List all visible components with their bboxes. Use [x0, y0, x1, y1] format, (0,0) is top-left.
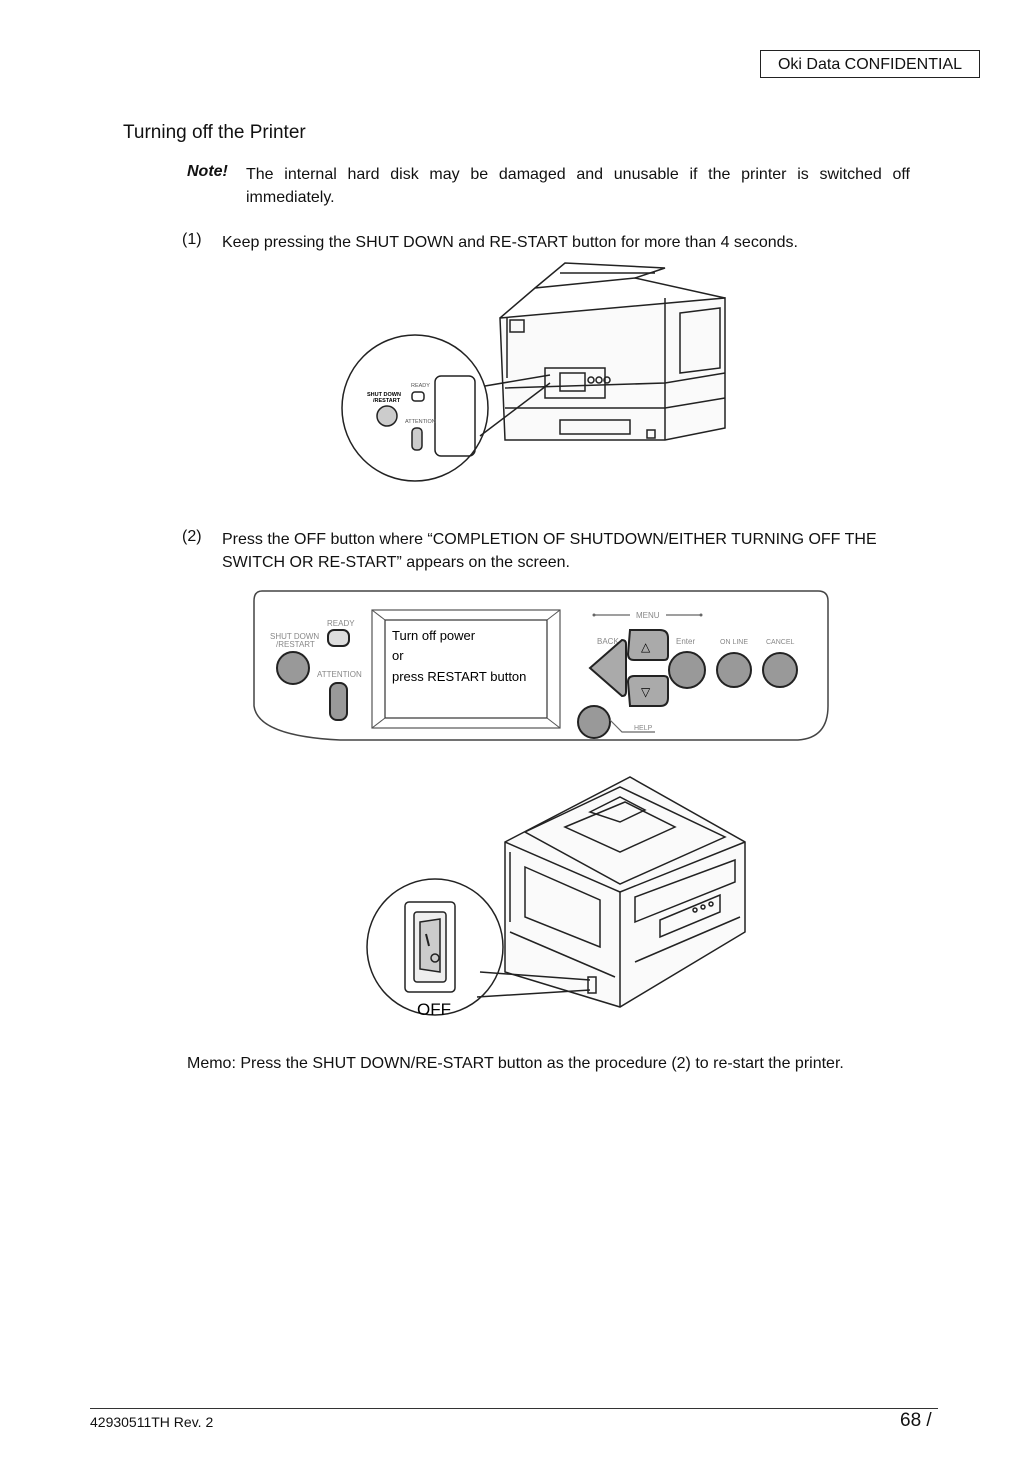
- operator-panel-figure: SHUT DOWN /RESTART READY ATTENTION Turn …: [253, 590, 829, 741]
- callout-shutdown-label: SHUT DOWN: [367, 392, 401, 398]
- help-button[interactable]: [577, 705, 611, 739]
- panel-restart-label: /RESTART: [276, 640, 315, 649]
- ready-indicator: [327, 629, 350, 647]
- step-2-text: Press the OFF button where “COMPLETION O…: [222, 531, 877, 571]
- footer-doc-id: 42930511TH Rev. 2: [90, 1414, 214, 1430]
- down-button[interactable]: [626, 675, 669, 707]
- lcd-line-2: or: [392, 648, 404, 663]
- callout-attention-label: ATTENTION: [405, 419, 436, 425]
- back-button[interactable]: [588, 638, 627, 698]
- step-1-number: (1): [182, 231, 202, 248]
- menu-label: MENU: [636, 611, 660, 620]
- panel-shutdown-label: SHUT DOWN: [270, 632, 319, 641]
- help-label: HELP: [634, 725, 653, 732]
- off-switch-label: OFF: [417, 1000, 451, 1019]
- printer-figure-front: SHUT DOWN /RESTART READY ATTENTION: [341, 262, 726, 482]
- cancel-button[interactable]: [762, 652, 798, 688]
- enter-button[interactable]: [668, 651, 706, 689]
- note-label: Note!: [187, 163, 228, 180]
- enter-label: Enter: [676, 637, 695, 646]
- note-text: The internal hard disk may be damaged an…: [246, 166, 910, 206]
- footer-divider: [90, 1408, 938, 1409]
- online-label: ON LINE: [720, 639, 748, 646]
- down-arrow-icon: ▽: [641, 685, 651, 699]
- page-number: 68 /: [900, 1410, 932, 1431]
- lcd-line-3: press RESTART button: [392, 669, 526, 684]
- lcd-line-1: Turn off power: [392, 628, 476, 643]
- step-2-number: (2): [182, 528, 202, 545]
- memo-text: Memo: Press the SHUT DOWN/RE-START butto…: [187, 1055, 844, 1072]
- shutdown-restart-button[interactable]: [276, 651, 310, 685]
- printer-figure-switch: OFF: [366, 776, 746, 1019]
- cancel-label: CANCEL: [766, 639, 795, 646]
- lcd-screen: [384, 619, 548, 719]
- step-1-text: Keep pressing the SHUT DOWN and RE-START…: [222, 234, 798, 251]
- attention-indicator: [329, 682, 348, 721]
- confidential-label: Oki Data CONFIDENTIAL: [760, 50, 980, 78]
- online-button[interactable]: [716, 652, 752, 688]
- panel-ready-label: READY: [327, 619, 355, 628]
- panel-attention-label: ATTENTION: [317, 670, 362, 679]
- callout-ready-label: READY: [411, 383, 430, 389]
- up-button[interactable]: [626, 629, 669, 661]
- back-label: BACK: [597, 637, 619, 646]
- callout-restart-label: /RESTART: [373, 398, 401, 404]
- section-title: Turning off the Printer: [123, 122, 306, 143]
- up-arrow-icon: △: [641, 640, 651, 654]
